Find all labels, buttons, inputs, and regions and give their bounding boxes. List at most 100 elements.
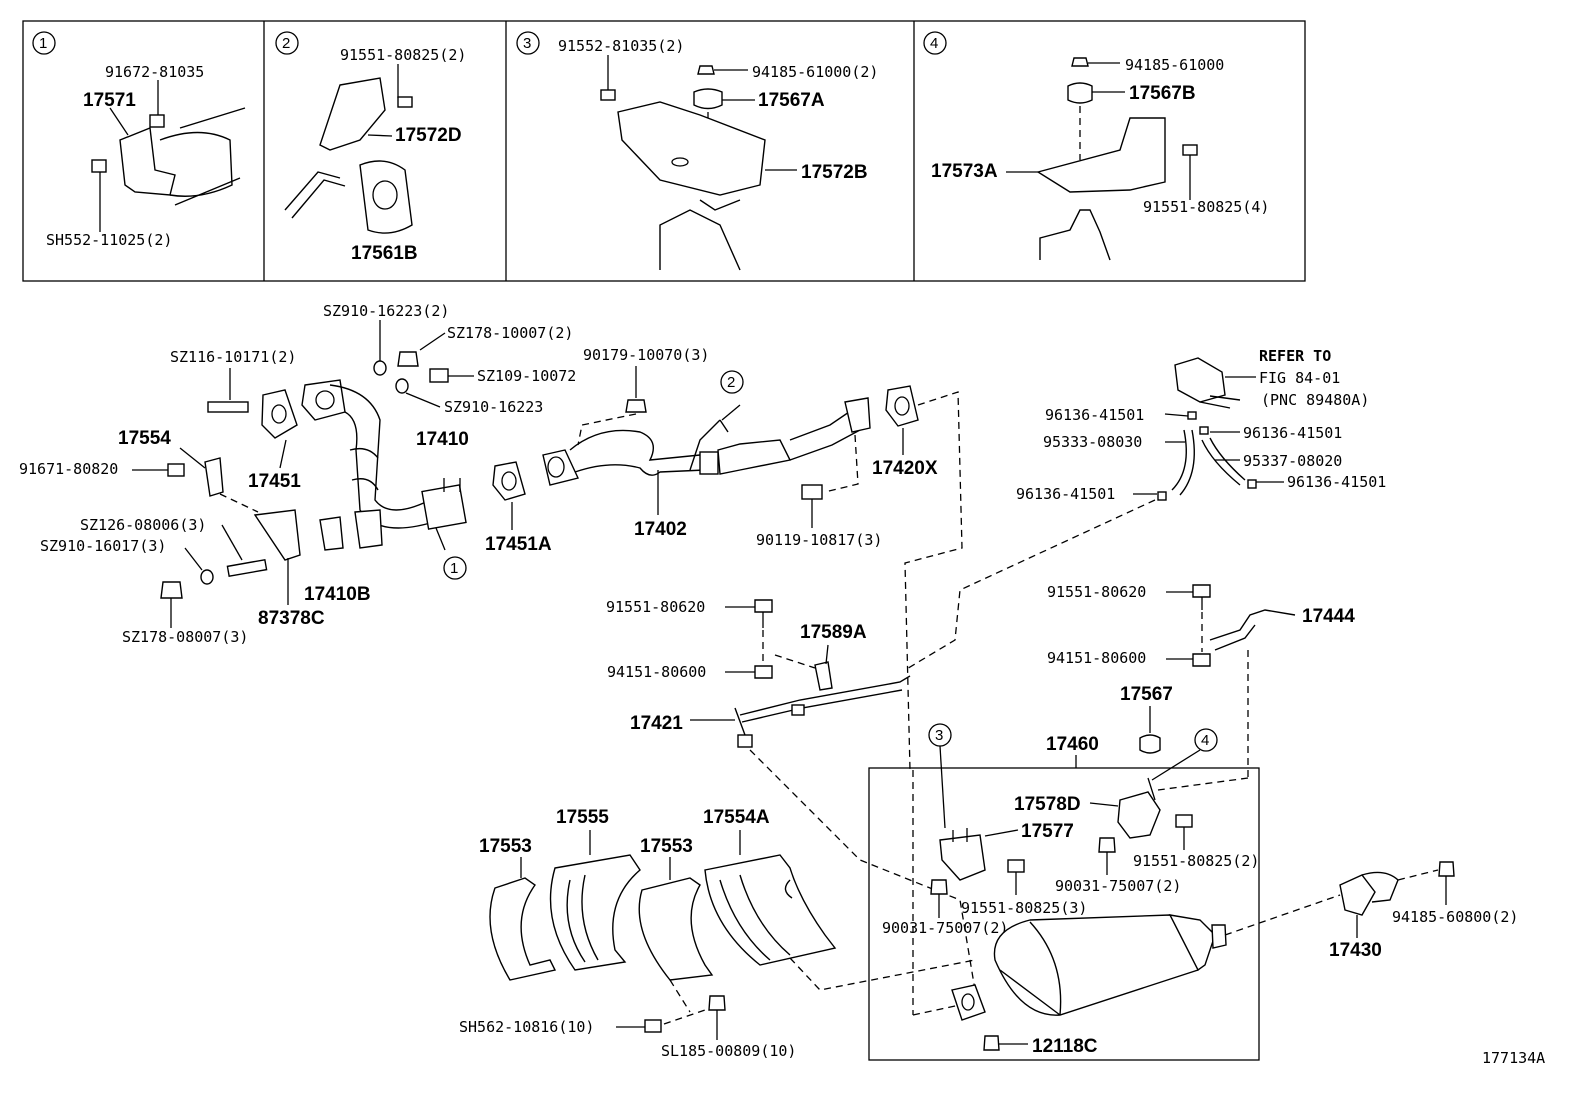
- dpf-assembly[interactable]: 17460 17578D 17577 91551-80825(2) 90031-…: [868, 723, 1341, 1061]
- bracket-drawing: [1006, 57, 1198, 261]
- inset-3[interactable]: 3 91552-81035(2) 94185-61000(2) 17567A 1…: [516, 31, 878, 271]
- inset-3-number: 3: [523, 35, 531, 52]
- heat-insulators[interactable]: 17553 17555 17553 17554A SH562-10816(10)…: [459, 807, 976, 1060]
- part-number-label: 17572B: [801, 162, 868, 183]
- part-number-label: SH562-10816(10): [459, 1018, 594, 1036]
- svg-text:2: 2: [727, 374, 735, 391]
- part-number-label: 91551-80825(4): [1143, 198, 1269, 216]
- callout-2: 2: [720, 370, 744, 394]
- inset-1[interactable]: 1 91672-81035 17571 SH552-11025(2): [32, 31, 246, 249]
- part-number-label: 17451A: [485, 534, 552, 555]
- tail-pipe[interactable]: 17430 94185-60800(2): [1329, 861, 1518, 961]
- inset-2[interactable]: 2 91551-80825(2) 17572D 17561B: [275, 31, 466, 264]
- part-number-label: 96136-41501: [1016, 485, 1115, 503]
- part-number-label: 17554: [118, 428, 171, 449]
- part-number-label: 95333-08030: [1043, 433, 1142, 451]
- reference-note: FIG 84-01: [1259, 369, 1340, 387]
- part-number-label: 17451: [248, 471, 301, 492]
- part-number-label: 17402: [634, 519, 687, 540]
- part-number-label: 87378C: [258, 608, 325, 629]
- insulator-drawing: [489, 830, 976, 1040]
- front-pipe-assembly[interactable]: SZ910-16223(2) SZ178-10007(2) SZ116-1017…: [19, 302, 576, 646]
- part-number-label: 91672-81035: [105, 63, 204, 81]
- hanger-drawing: [284, 64, 413, 234]
- inset-4-number: 4: [930, 35, 938, 52]
- part-number-label: 12118C: [1032, 1036, 1098, 1057]
- inset-2-number-circle: [275, 31, 299, 55]
- inset-2-number: 2: [282, 35, 290, 52]
- part-number-label: SZ910-16223(2): [323, 302, 449, 320]
- part-number-label: 94185-61000: [1125, 56, 1224, 74]
- part-number-label: SZ910-16223: [444, 398, 543, 416]
- bracket-drawing: [91, 80, 246, 232]
- part-number-label: 17553: [640, 836, 693, 857]
- sensor-pipe-assembly[interactable]: 91551-80620 17589A 94151-80600 17421: [606, 598, 976, 991]
- svg-text:3: 3: [935, 727, 943, 744]
- callout-1: 1: [443, 556, 467, 580]
- part-number-label: 17589A: [800, 622, 867, 643]
- part-number-label: 17420X: [872, 458, 938, 479]
- svg-text:1: 1: [450, 560, 458, 577]
- part-number-label: 94151-80600: [1047, 649, 1146, 667]
- rear-hangers[interactable]: 91551-80620 17444 94151-80600 17567: [1047, 583, 1355, 791]
- figure-id: 177134A: [1482, 1049, 1545, 1067]
- part-number-label: 94151-80600: [607, 663, 706, 681]
- inset-1-number: 1: [39, 35, 47, 52]
- part-number-label: 17430: [1329, 940, 1382, 961]
- part-number-label: 91671-80820: [19, 460, 118, 478]
- part-number-label: 17410: [416, 429, 469, 450]
- part-number-label: 17561B: [351, 243, 418, 264]
- part-number-label: 96136-41501: [1243, 424, 1342, 442]
- reference-note: (PNC 89480A): [1261, 391, 1369, 409]
- hose-drawing: [904, 357, 1284, 671]
- part-number-label: 17553: [479, 836, 532, 857]
- part-number-label: 94185-60800(2): [1392, 908, 1518, 926]
- part-number-label: SZ116-10171(2): [170, 348, 296, 366]
- bracket-drawing: [600, 55, 797, 271]
- part-number-label: 17571: [83, 90, 136, 111]
- inset-3-number-circle: [516, 31, 540, 55]
- tail-pipe-drawing: [1339, 861, 1455, 938]
- reference-note: REFER TO: [1259, 347, 1331, 365]
- inset-4-number-circle: [923, 31, 947, 55]
- part-number-label: 91552-81035(2): [558, 37, 684, 55]
- center-pipe-assembly[interactable]: 90179-10070(3) 17402 17420X 90119-10817(…: [542, 346, 963, 771]
- inset-4[interactable]: 4 94185-61000 17567B 17573A 91551-80825(…: [923, 31, 1269, 261]
- part-number-label: 17572D: [395, 125, 462, 146]
- part-number-label: SZ178-08007(3): [122, 628, 248, 646]
- part-number-label: 17567A: [758, 90, 825, 111]
- part-number-label: 90119-10817(3): [756, 531, 882, 549]
- part-number-label: 94185-61000(2): [752, 63, 878, 81]
- part-number-label: 91551-80620: [1047, 583, 1146, 601]
- part-number-label: SZ109-10072: [477, 367, 576, 385]
- part-number-label: 17567B: [1129, 83, 1196, 104]
- inset-panels: [22, 20, 1306, 282]
- part-number-label: 17555: [556, 807, 609, 828]
- sensor-pipe-drawing: [690, 599, 976, 991]
- part-number-label: 17554A: [703, 807, 770, 828]
- callout-3: 3: [928, 723, 952, 747]
- part-number-label: 17421: [630, 713, 683, 734]
- part-number-label: 91551-80825(3): [961, 899, 1087, 917]
- hanger-drawing: [1139, 584, 1296, 791]
- part-number-label: SH552-11025(2): [46, 231, 172, 249]
- part-number-label: 96136-41501: [1287, 473, 1386, 491]
- part-number-label: 17577: [1021, 821, 1074, 842]
- part-number-label: 91551-80620: [606, 598, 705, 616]
- part-number-label: 91551-80825(2): [340, 46, 466, 64]
- part-number-label: 91551-80825(2): [1133, 852, 1259, 870]
- part-number-label: 90179-10070(3): [583, 346, 709, 364]
- pressure-sensor-hoses[interactable]: REFER TO FIG 84-01 (PNC 89480A) 96136-41…: [904, 347, 1386, 671]
- front-pipe-drawing: [132, 320, 526, 628]
- part-number-label: 17578D: [1014, 794, 1081, 815]
- part-number-label: SZ126-08006(3): [80, 516, 206, 534]
- part-number-label: SZ910-16017(3): [40, 537, 166, 555]
- part-number-label: SZ178-10007(2): [447, 324, 573, 342]
- part-number-label: 96136-41501: [1045, 406, 1144, 424]
- part-number-label: 17444: [1302, 606, 1355, 627]
- part-number-label: SL185-00809(10): [661, 1042, 796, 1060]
- part-number-label: 90031-75007(2): [1055, 877, 1181, 895]
- part-number-label: 17410B: [304, 584, 371, 605]
- part-number-label: 17460: [1046, 734, 1099, 755]
